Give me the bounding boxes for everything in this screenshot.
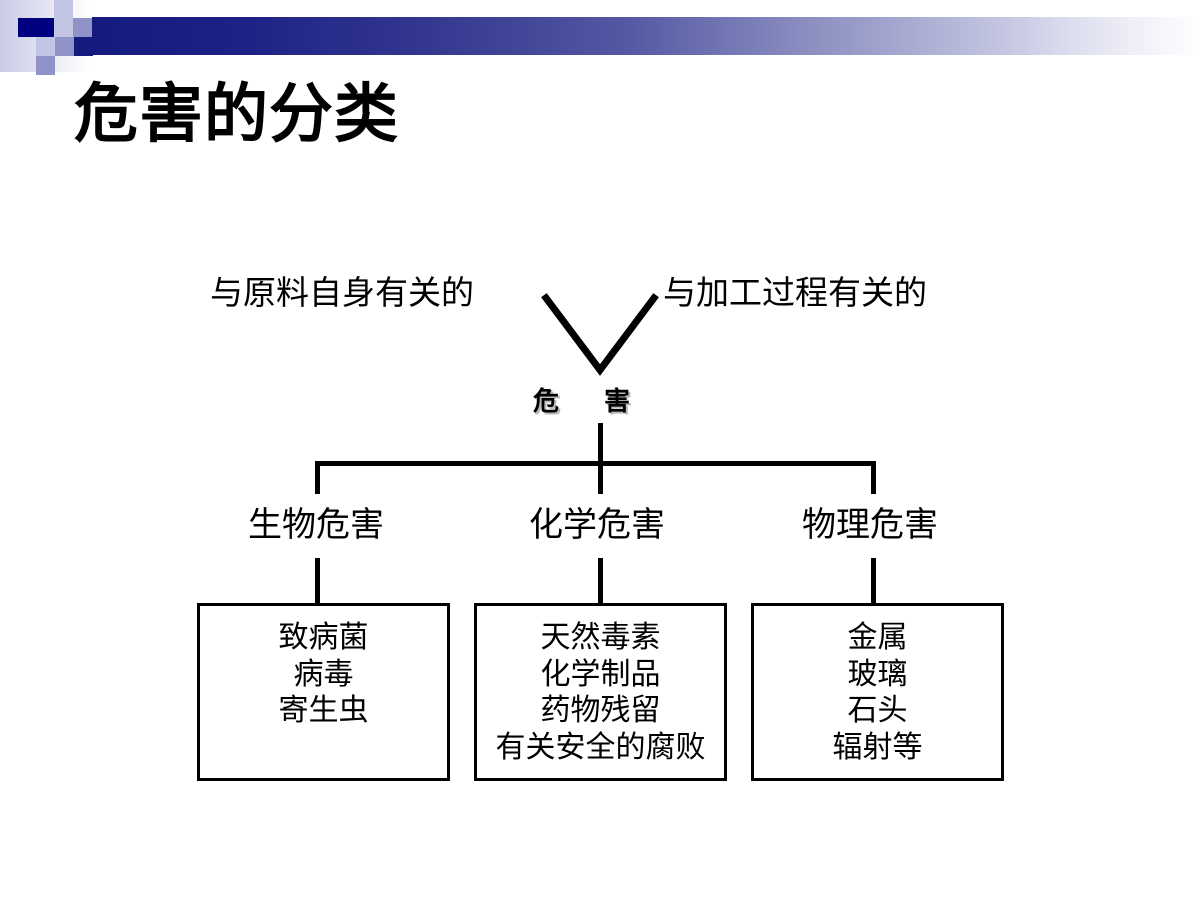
- branch-label-biological: 生物危害: [248, 505, 384, 545]
- leaf-list-chemical: 天然毒素 化学制品 药物残留 有关安全的腐败: [477, 606, 724, 766]
- leaf-list-biological: 致病菌 病毒 寄生虫: [200, 606, 447, 730]
- source-label-processing: 与加工过程有关的: [663, 273, 927, 312]
- list-item: 石头: [847, 693, 908, 729]
- header-accent-square-e: [55, 37, 74, 56]
- header-accent-square-f: [74, 37, 93, 56]
- page-title: 危害的分类: [74, 78, 399, 152]
- branch-label-chemical: 化学危害: [529, 505, 665, 545]
- vee-connector: [540, 292, 660, 376]
- branch-drop-line-1: [315, 461, 320, 494]
- source-label-raw-material: 与原料自身有关的: [210, 273, 474, 312]
- list-item: 辐射等: [832, 729, 923, 765]
- header-accent-square-a: [54, 0, 73, 18]
- list-item: 寄生虫: [278, 693, 369, 729]
- list-item: 药物残留: [540, 693, 661, 729]
- leaf-box-biological: 致病菌 病毒 寄生虫: [197, 603, 450, 781]
- list-item: 病毒: [293, 656, 354, 692]
- root-stem-line: [598, 423, 603, 465]
- branch-drop-line-2: [598, 461, 603, 494]
- header-accent-square-g: [36, 56, 55, 75]
- header-accent-square-navy: [18, 18, 55, 37]
- branch-drop-line-3: [871, 461, 876, 494]
- header-accent-square-b: [54, 18, 73, 37]
- list-item: 金属: [847, 620, 908, 655]
- branch-label-physical: 物理危害: [802, 505, 938, 545]
- list-item: 化学制品: [540, 656, 661, 692]
- list-item: 有关安全的腐败: [495, 729, 706, 765]
- leaf-drop-line-2: [598, 558, 603, 603]
- header-accent-square-c: [73, 18, 92, 37]
- leaf-box-physical: 金属 玻璃 石头 辐射等: [751, 603, 1004, 781]
- leaf-drop-line-1: [315, 558, 320, 603]
- leaf-list-physical: 金属 玻璃 石头 辐射等: [754, 606, 1001, 766]
- header-accent-square-d: [36, 37, 55, 56]
- root-node-label: 危 害: [533, 387, 649, 417]
- leaf-box-chemical: 天然毒素 化学制品 药物残留 有关安全的腐败: [474, 603, 727, 781]
- list-item: 致病菌: [278, 620, 369, 655]
- header-gradient-band: [92, 17, 1200, 55]
- branch-bus-line: [315, 461, 876, 466]
- list-item: 玻璃: [847, 656, 908, 692]
- leaf-drop-line-3: [871, 558, 876, 603]
- list-item: 天然毒素: [540, 620, 661, 655]
